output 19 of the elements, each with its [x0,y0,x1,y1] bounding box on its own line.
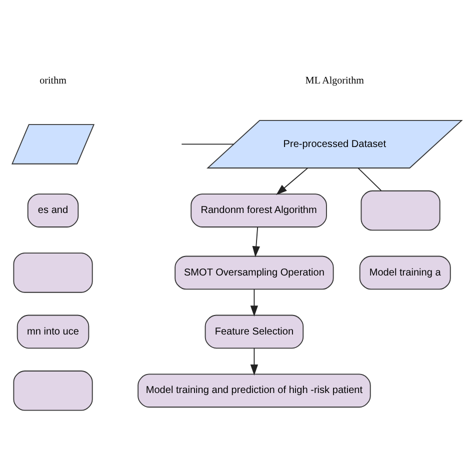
node-box [13,370,93,410]
node-box: Model training and prediction of high -risk patient [138,373,371,408]
arrow [252,226,260,257]
node-box: es and [27,193,79,227]
connector [181,143,234,144]
label: orithm [40,75,66,86]
node-box [360,190,440,230]
node-box: SMOT Oversampling Operation [174,255,334,290]
node-parallelogram [11,124,95,164]
connector [358,167,382,191]
node-box: Model training a [359,255,451,290]
node-box [13,252,93,292]
arrow [276,167,308,194]
arrow [250,347,258,376]
label: ML Algorithm [305,75,364,86]
node-box: Randonm forest Algorithm [190,193,327,227]
node-box: Feature Selection [204,314,304,348]
node-box: mn into uce [16,314,90,348]
arrow [250,288,258,316]
